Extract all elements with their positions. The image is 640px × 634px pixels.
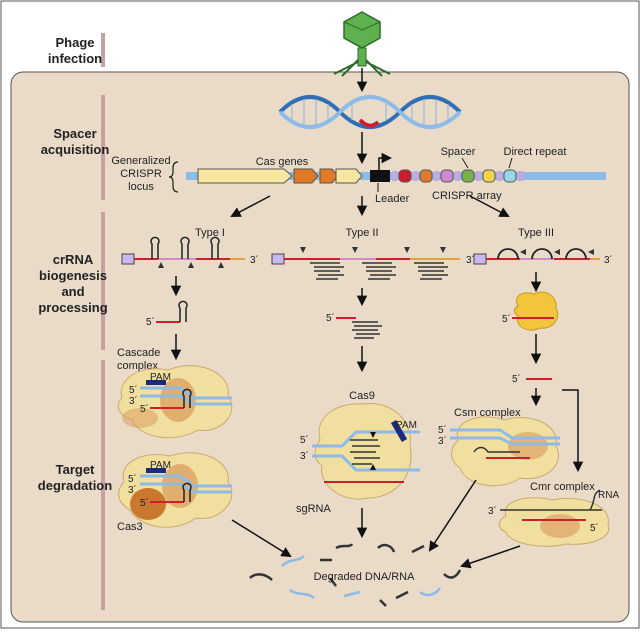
svg-text:infection: infection bbox=[48, 51, 102, 66]
direct-repeat-pointer bbox=[508, 157, 513, 169]
leader-block bbox=[370, 170, 390, 182]
svg-text:Generalized: Generalized bbox=[111, 155, 170, 167]
svg-text:Cascade: Cascade bbox=[117, 347, 160, 359]
type1-mature-5prime: 5´ bbox=[146, 316, 155, 328]
svg-text:degradation: degradation bbox=[38, 478, 112, 493]
arrow-to-cmr bbox=[562, 389, 584, 473]
cas9-5prime: 5´ bbox=[300, 434, 309, 446]
leader-label: Leader bbox=[375, 193, 410, 205]
type3-3prime-label: 3´ bbox=[604, 254, 613, 266]
type2-mature-5prime: 5´ bbox=[326, 312, 335, 324]
cas3-label: Cas3 bbox=[117, 521, 143, 533]
crispr-array-label: CRISPR array bbox=[432, 190, 502, 202]
cmr-3prime: 3´ bbox=[488, 505, 497, 517]
cascade-pam-label: PAM bbox=[150, 372, 171, 383]
csm-5prime: 5´ bbox=[438, 424, 447, 436]
cas3-complex-3prime: 3´ bbox=[128, 484, 137, 496]
cas3-pam-label: PAM bbox=[150, 460, 171, 471]
cascade-5prime: 5´ bbox=[129, 384, 138, 396]
direct-repeat-label: Direct repeat bbox=[504, 146, 567, 158]
degraded-label: Degraded DNA/RNA bbox=[314, 571, 416, 583]
cas9-complex bbox=[312, 403, 420, 500]
csm-3prime: 3´ bbox=[438, 435, 447, 447]
cascade-cas3-complex bbox=[118, 452, 233, 528]
arrow-csm-to-degraded bbox=[428, 479, 477, 552]
arrow-to-type3 bbox=[469, 195, 510, 217]
cas3-crrna-5prime: 5´ bbox=[140, 497, 149, 509]
svg-text:acquisition: acquisition bbox=[41, 142, 110, 157]
type1-mature-crrna bbox=[156, 300, 188, 323]
phage-icon bbox=[333, 11, 391, 77]
type3-enzyme-5prime: 5´ bbox=[502, 313, 511, 325]
cas-genes bbox=[197, 168, 363, 184]
svg-text:processing: processing bbox=[38, 300, 107, 315]
stage-label-spacer: Spacer acquisition bbox=[41, 126, 110, 157]
svg-text:Spacer: Spacer bbox=[53, 126, 96, 141]
cmr-label: Cmr complex bbox=[530, 481, 595, 493]
type3-processing-enzyme bbox=[512, 291, 559, 331]
arrow-cmr-to-degraded bbox=[460, 545, 521, 569]
phage-dna-helix-icon bbox=[278, 95, 462, 129]
cmr-5prime: 5´ bbox=[590, 522, 599, 534]
csm-label: Csm complex bbox=[454, 407, 521, 419]
cas9-pam-label: PAM bbox=[396, 420, 417, 431]
type1-label: Type I bbox=[195, 227, 225, 239]
cas9-label: Cas9 bbox=[349, 390, 375, 402]
stage-label-target: Target degradation bbox=[38, 462, 112, 493]
type2-label: Type II bbox=[345, 227, 378, 239]
svg-text:Phage: Phage bbox=[55, 35, 94, 50]
csm-complex bbox=[450, 416, 560, 487]
locus-label: Generalized CRISPR locus bbox=[111, 155, 170, 193]
degraded-fragments bbox=[249, 543, 462, 607]
crispr-array bbox=[392, 169, 523, 183]
divider-spacer bbox=[101, 95, 105, 200]
type1-3prime-label: 3´ bbox=[250, 254, 259, 266]
spacer-pointer bbox=[461, 157, 469, 169]
stage-label-phage: Phage infection bbox=[48, 35, 102, 66]
cascade-crrna-5prime: 5´ bbox=[140, 403, 149, 415]
arrow-cas3-to-degraded bbox=[231, 519, 292, 558]
cascade-complex bbox=[117, 365, 233, 439]
promoter-arrow bbox=[378, 152, 393, 170]
cmr-complex bbox=[498, 489, 610, 547]
divider-phage bbox=[101, 33, 105, 67]
sgrna-label: sgRNA bbox=[296, 503, 332, 515]
type1-pre-crrna bbox=[121, 236, 245, 268]
svg-text:Target: Target bbox=[56, 462, 95, 477]
type2-pre-crrna bbox=[271, 247, 460, 280]
svg-text:and: and bbox=[61, 284, 84, 299]
cas-genes-label: Cas genes bbox=[256, 156, 309, 168]
arrow-to-type1 bbox=[230, 195, 271, 217]
svg-text:biogenesis: biogenesis bbox=[39, 268, 107, 283]
cas9-3prime: 3´ bbox=[300, 450, 309, 462]
svg-text:locus: locus bbox=[128, 181, 154, 193]
cascade-3prime: 3´ bbox=[129, 395, 138, 407]
cas3-complex-5prime: 5´ bbox=[128, 473, 137, 485]
svg-text:CRISPR: CRISPR bbox=[120, 168, 162, 180]
type3-pre-crrna bbox=[473, 248, 600, 265]
cmr-rna-label: RNA bbox=[598, 490, 619, 501]
type2-mature-crrna bbox=[336, 317, 382, 339]
spacer-label: Spacer bbox=[441, 146, 476, 158]
divider-crrna bbox=[101, 212, 105, 350]
type3-label: Type III bbox=[518, 227, 554, 239]
divider-target bbox=[101, 360, 105, 610]
stage-label-crrna: crRNA biogenesis and processing bbox=[38, 252, 107, 315]
type3-mature-5prime: 5´ bbox=[512, 373, 521, 385]
type2-3prime-label: 3´ bbox=[466, 254, 475, 266]
svg-text:crRNA: crRNA bbox=[53, 252, 94, 267]
locus-brace bbox=[168, 161, 179, 193]
